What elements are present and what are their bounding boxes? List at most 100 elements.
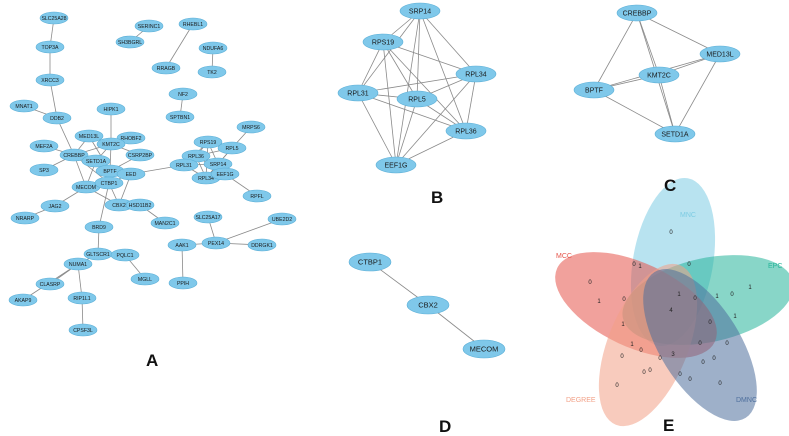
node-brd9[interactable]: BRD9 (84, 220, 114, 234)
node-label: RPS19 (200, 140, 217, 146)
node-shape (42, 111, 72, 125)
node-med13l[interactable]: MED13L (699, 45, 741, 63)
node-rpl5[interactable]: RPL5 (396, 90, 438, 108)
node-sptbn1[interactable]: SPTBN1 (165, 110, 195, 124)
node-ppih[interactable]: PPIH (168, 276, 198, 290)
node-label: CPSF3L (73, 328, 93, 334)
node-akap9[interactable]: AKAP9 (8, 293, 38, 307)
node-rps19[interactable]: RPS19 (362, 33, 404, 51)
node-ddb2[interactable]: DDB2 (42, 111, 72, 125)
node-mnat1[interactable]: MNAT1 (9, 99, 39, 113)
node-csrp2bp[interactable]: CSRP2BP (125, 148, 155, 162)
node-shape (396, 90, 438, 108)
node-label: CBX2 (418, 301, 438, 310)
node-aak1[interactable]: AAK1 (167, 238, 197, 252)
node-mgll[interactable]: MGLL (130, 272, 160, 286)
node-eed[interactable]: EED (116, 167, 146, 181)
node-hsd11b2[interactable]: HSD11B2 (125, 198, 155, 212)
node-pqlc1[interactable]: PQLC1 (110, 248, 140, 262)
node-shape (198, 41, 228, 55)
node-gltscr1[interactable]: GLTSCR1 (83, 247, 113, 261)
node-mecom[interactable]: MECOM (462, 339, 506, 359)
node-cbx2[interactable]: CBX2 (406, 295, 450, 315)
node-rip1l1[interactable]: RIP1L1 (67, 291, 97, 305)
panel-letter-a: A (146, 351, 158, 370)
node-shape (573, 81, 615, 99)
node-shape (169, 158, 199, 172)
venn-count-r9: 0 (693, 296, 697, 302)
edge-rpl34-rpl36 (465, 73, 477, 132)
node-nrarp[interactable]: NRARP (10, 211, 40, 225)
node-man2c1[interactable]: MAN2C1 (150, 216, 180, 230)
node-shape (616, 4, 658, 22)
node-srp14[interactable]: SRP14 (399, 2, 441, 20)
node-med13l[interactable]: MED13L (74, 129, 104, 143)
node-shape (35, 277, 65, 291)
node-ube2d2[interactable]: UBE2D2 (267, 212, 297, 226)
node-eef1g[interactable]: EEF1G (210, 167, 240, 181)
node-jag2[interactable]: JAG2 (40, 199, 70, 213)
venn-count-r11: 1 (733, 314, 737, 320)
node-numa1[interactable]: NUMA1 (63, 257, 93, 271)
node-rpfl[interactable]: RPFL (242, 189, 272, 203)
node-setd1a[interactable]: SETD1A (81, 154, 111, 168)
node-rragb[interactable]: RRAGB (151, 61, 181, 75)
node-rpl31[interactable]: RPL31 (337, 84, 379, 102)
node-ndufa6[interactable]: NDUFA6 (198, 41, 228, 55)
node-serinc1[interactable]: SERINC1 (134, 19, 164, 33)
edge-rhebl1-rragb (165, 23, 194, 69)
node-cpsf3l[interactable]: CPSF3L (68, 323, 98, 337)
node-ddrgk1[interactable]: DDRGK1 (247, 238, 277, 252)
node-kmt2c[interactable]: KMT2C (96, 137, 126, 151)
node-label: EEF1G (216, 172, 233, 178)
node-bptf[interactable]: BPTF (573, 81, 615, 99)
node-slc25a17[interactable]: SLC25A17 (193, 210, 223, 224)
venn-count-r5: 1 (597, 299, 601, 305)
node-slc25a28[interactable]: SLC25A28 (39, 11, 69, 25)
node-shape (125, 198, 155, 212)
node-rpl36[interactable]: RPL36 (445, 122, 487, 140)
node-eef1g[interactable]: EEF1G (375, 156, 417, 174)
node-rpl5[interactable]: RPL5 (217, 141, 247, 155)
node-rps19[interactable]: RPS19 (193, 135, 223, 149)
node-ctbp1[interactable]: CTBP1 (94, 176, 124, 190)
node-shape (445, 122, 487, 140)
venn-count-r16: 0 (698, 341, 702, 347)
node-crebbp[interactable]: CREBBP (616, 4, 658, 22)
node-label: XRCC3 (41, 78, 59, 84)
node-tk2[interactable]: TK2 (197, 65, 227, 79)
node-kmt2c[interactable]: KMT2C (638, 66, 680, 84)
node-sh3bgrl[interactable]: SH3BGRL (115, 35, 145, 49)
node-label: DDRGK1 (251, 243, 273, 249)
node-mrps6[interactable]: MRPS6 (236, 120, 266, 134)
edge-xrcc3-ddb2 (49, 79, 58, 119)
node-label: JAG2 (49, 204, 62, 210)
node-label: CTBP1 (101, 181, 118, 187)
node-shape (59, 148, 89, 162)
node-setd1a[interactable]: SETD1A (654, 125, 696, 143)
edge-rpl34-eef1g (395, 73, 477, 166)
node-mef2a[interactable]: MEF2A (29, 139, 59, 153)
node-shape (193, 135, 223, 149)
node-label: CTBP1 (358, 258, 382, 267)
node-label: GLTSCR1 (86, 252, 110, 258)
node-sp3[interactable]: SP3 (29, 163, 59, 177)
node-crebbp[interactable]: CREBBP (59, 148, 89, 162)
node-top3a[interactable]: TOP3A (35, 40, 65, 54)
node-rhebl1[interactable]: RHEBL1 (178, 17, 208, 31)
node-shape (110, 248, 140, 262)
node-hipk1[interactable]: HIPK1 (96, 102, 126, 116)
node-shape (638, 66, 680, 84)
node-pex14[interactable]: PEX14 (201, 236, 231, 250)
node-rhobf2[interactable]: RHOBF2 (116, 131, 146, 145)
node-clasrp[interactable]: CLASRP (35, 277, 65, 291)
node-ctbp1[interactable]: CTBP1 (348, 252, 392, 272)
node-xrcc3[interactable]: XRCC3 (35, 73, 65, 87)
node-label: SH3BGRL (118, 40, 142, 46)
node-label: PPIH (177, 281, 189, 287)
node-rpl31[interactable]: RPL31 (169, 158, 199, 172)
edge-rps19-rpl31 (357, 41, 384, 94)
node-nf2[interactable]: NF2 (168, 87, 198, 101)
node-rpl34[interactable]: RPL34 (455, 65, 497, 83)
